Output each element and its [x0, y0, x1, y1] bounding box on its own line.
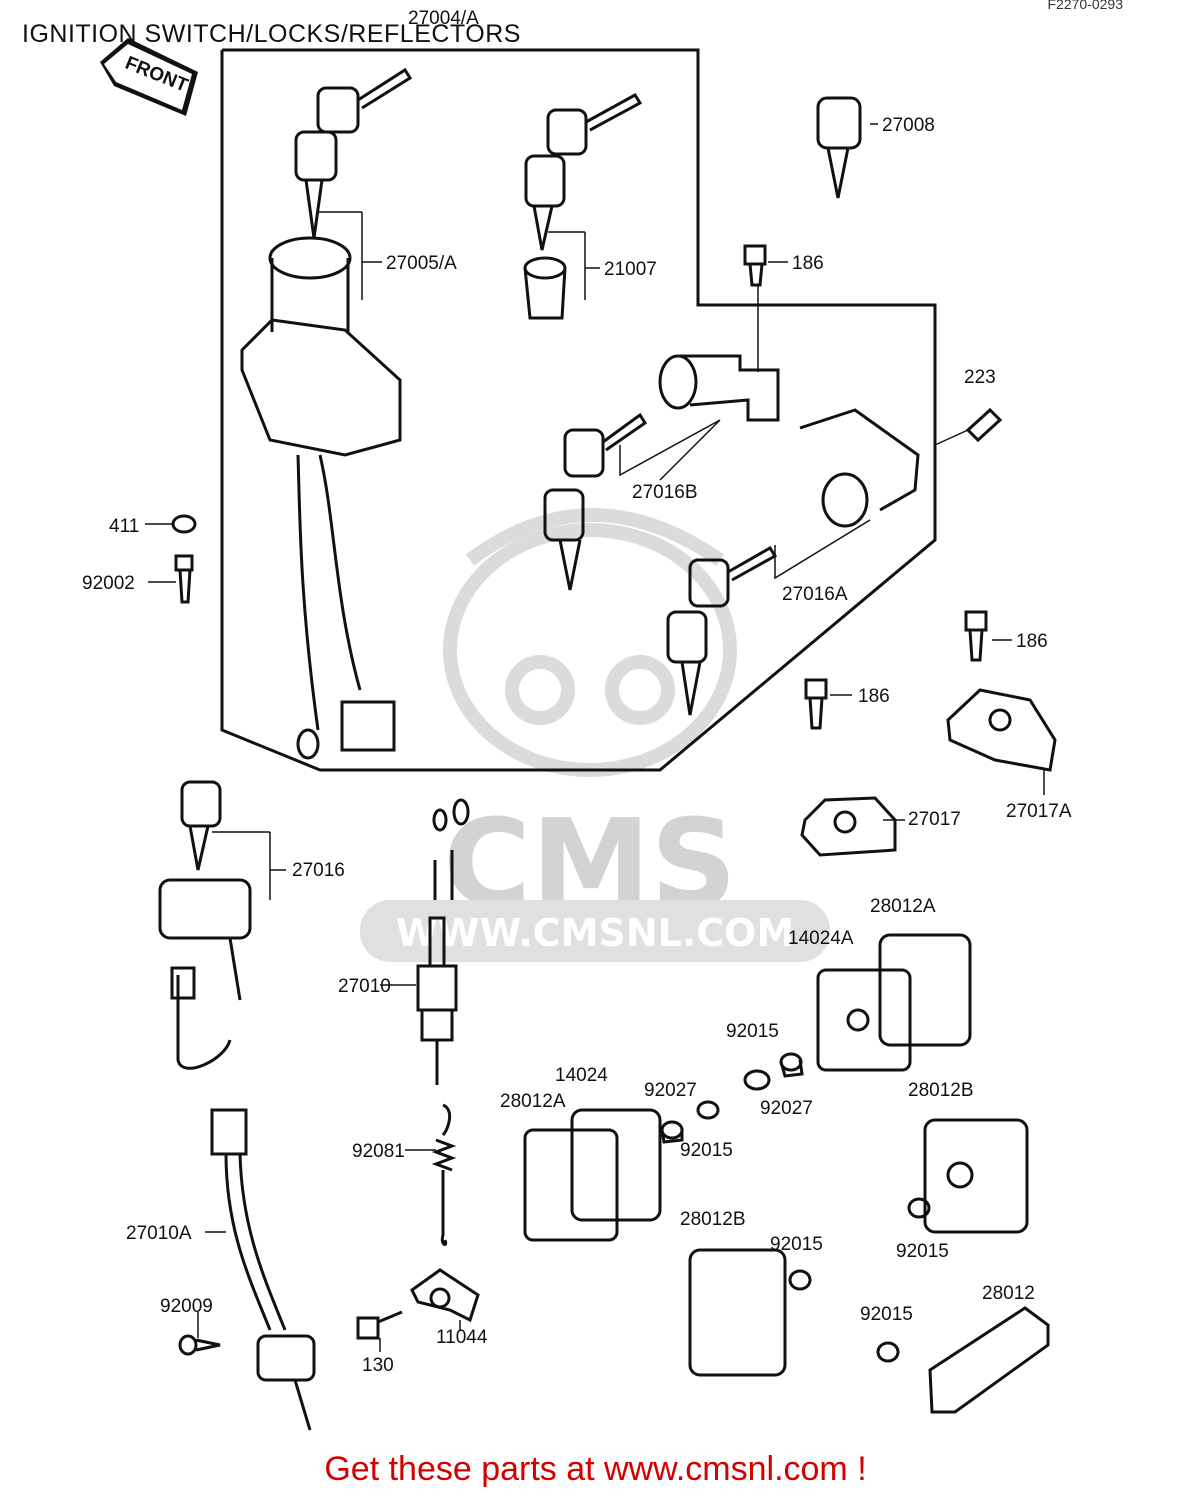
callout-92027-b: 92027: [760, 1098, 813, 1119]
spacer-icon: [779, 1052, 804, 1078]
bracket-icon: [410, 1268, 480, 1323]
callout-186-right: 186: [1016, 631, 1048, 652]
bolt-icon: [804, 678, 828, 730]
assembly-outline: [220, 48, 937, 772]
callout-27017A: 27017A: [1006, 801, 1072, 822]
screw-icon: [178, 1334, 221, 1356]
callout-130: 130: [362, 1355, 394, 1376]
callout-411: 411: [109, 516, 139, 537]
key-set-icon: [543, 412, 648, 591]
callout-21007: 21007: [604, 259, 657, 280]
watermark-url: WWW.CMSNL.COM: [396, 911, 795, 955]
ignition-switch-icon: [240, 236, 402, 760]
callout-92015-e: 92015: [860, 1304, 913, 1325]
callout-27010: 27010: [338, 976, 391, 997]
footer-cta-link[interactable]: Get these parts at www.cmsnl.com !: [324, 1450, 867, 1488]
callout-27004A: 27004/A: [408, 8, 479, 29]
brake-switch-icon: [416, 798, 470, 1085]
nut-icon: [907, 1197, 931, 1219]
callout-27016A: 27016A: [782, 584, 848, 605]
callout-223: 223: [964, 367, 996, 388]
spring-icon: [431, 1103, 457, 1247]
nut-icon: [876, 1341, 900, 1363]
spare-key-icon: [816, 96, 862, 199]
bolt-icon: [743, 244, 767, 287]
wire-harness-icon: [210, 1108, 316, 1431]
key-set-icon: [294, 67, 413, 239]
reflector-icon: [523, 1108, 662, 1242]
callout-27016: 27016: [292, 860, 345, 881]
reflector-icon: [928, 1306, 1050, 1414]
reflector-icon: [688, 1248, 787, 1377]
key-set-icon: [180, 780, 222, 871]
seat-lock-icon: [658, 354, 780, 422]
lock-bracket-icon: [800, 796, 897, 857]
callout-27016B: 27016B: [632, 482, 698, 503]
callout-186-top: 186: [792, 253, 824, 274]
callout-28012A-mid: 28012A: [500, 1091, 566, 1112]
callout-92015-b: 92015: [680, 1140, 733, 1161]
reflector-icon: [923, 1118, 1029, 1234]
callout-27010A: 27010A: [126, 1223, 192, 1244]
callout-92002: 92002: [82, 573, 135, 594]
callout-27017: 27017: [908, 809, 961, 830]
bolt-icon: [965, 407, 1003, 443]
spacer-icon: [660, 1120, 684, 1144]
callout-92015-a: 92015: [726, 1021, 779, 1042]
leader-lines: [145, 123, 1045, 1352]
nut-icon: [696, 1100, 720, 1120]
callout-28012B-bottom: 28012B: [680, 1209, 746, 1230]
screw-icon: [174, 554, 194, 604]
reflector-icon: [816, 933, 972, 1072]
helmet-lock-icon: [799, 408, 920, 528]
callout-27008: 27008: [882, 115, 935, 136]
key-set-icon: [666, 545, 778, 716]
callout-14024: 14024: [555, 1065, 608, 1086]
helmet-holder-icon: [158, 878, 252, 1070]
callout-92081: 92081: [352, 1141, 405, 1162]
callout-92015-c: 92015: [770, 1234, 823, 1255]
watermark-mascot-icon: [443, 508, 737, 777]
lock-cylinder-icon: [523, 256, 567, 320]
watermark-url-bar: [360, 900, 830, 962]
page-title: IGNITION SWITCH/LOCKS/REFLECTORS: [22, 20, 521, 48]
nut-icon: [171, 514, 197, 534]
bolt-icon: [356, 1310, 403, 1340]
diagram-code: F2270-0293: [1047, 0, 1123, 12]
callout-92015-d: 92015: [896, 1241, 949, 1262]
callout-186-mid: 186: [858, 686, 890, 707]
nut-icon: [788, 1269, 812, 1291]
callout-92027-a: 92027: [644, 1080, 697, 1101]
callout-28012A-top: 28012A: [870, 896, 936, 917]
callout-27005A: 27005/A: [386, 253, 457, 274]
bolt-icon: [964, 610, 988, 662]
key-set-icon: [524, 93, 643, 251]
callout-11044: 11044: [436, 1327, 488, 1348]
callout-14024A: 14024A: [788, 928, 854, 949]
lock-bracket-icon: [946, 688, 1057, 772]
callout-28012B-right: 28012B: [908, 1080, 974, 1101]
watermark: CMS WWW.CMSNL.COM: [360, 508, 830, 962]
front-arrow-icon: FRONT: [100, 38, 198, 116]
callout-92009: 92009: [160, 1296, 213, 1317]
callout-28012: 28012: [982, 1283, 1035, 1304]
nut-icon: [743, 1069, 771, 1091]
